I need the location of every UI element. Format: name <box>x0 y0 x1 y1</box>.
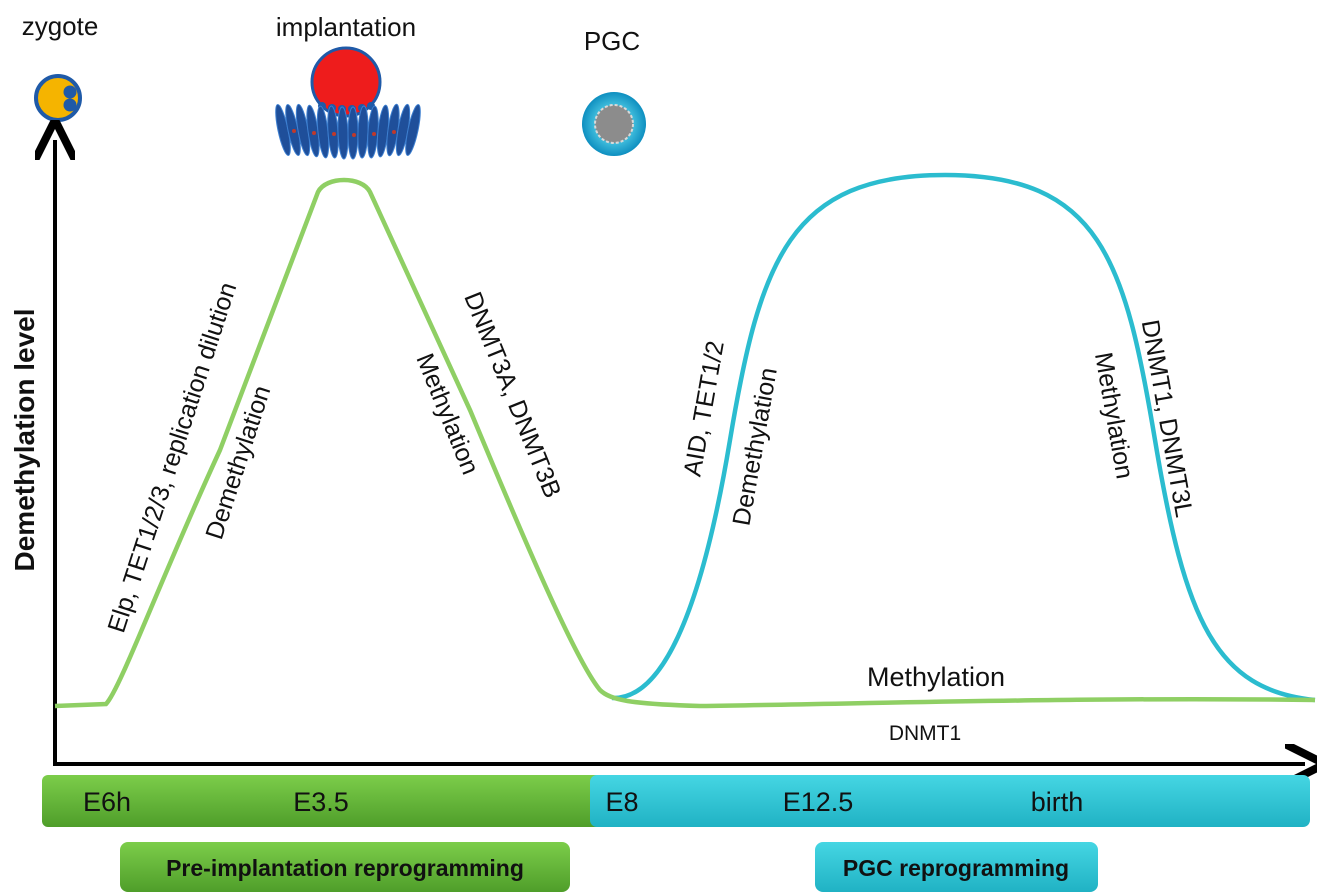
timeline-birth: birth <box>1031 787 1084 817</box>
pgc-phase-box <box>815 842 1098 892</box>
pgc-demethylation-enzymes-label: AID, TET1/2 <box>678 339 729 479</box>
maintenance-enzyme-label: DNMT1 <box>889 722 961 745</box>
pre-implantation-phase-label: Pre-implantation reprogramming <box>166 855 524 881</box>
maintenance-methylation-label: Methylation <box>867 662 1005 692</box>
stage-label-implantation: implantation <box>276 12 416 42</box>
timeline-green-bar <box>42 775 602 827</box>
stage-label-pgc: PGC <box>584 26 640 56</box>
timeline-e6h: E6h <box>83 787 131 817</box>
pre-implantation-phase-box <box>120 842 570 892</box>
pgc-methylation-enzymes-label: DNMT1, DNMT3L <box>1136 318 1198 520</box>
pgc-curve <box>611 172 1316 703</box>
zygote-icon <box>34 74 82 122</box>
pgc-phase-label: PGC reprogramming <box>843 855 1069 881</box>
stage-label-zygote: zygote <box>22 11 99 41</box>
timeline-e12-5: E12.5 <box>783 787 854 817</box>
pre-demethylation-enzymes-label: Elp, TET1/2/3, replication dilution <box>102 279 242 636</box>
pre-implantation-curve <box>54 177 1316 709</box>
implanting-embryo-icon <box>275 46 421 160</box>
pgc-demethylation-label: Demethylation <box>727 365 782 527</box>
timeline-e3-5: E3.5 <box>293 787 349 817</box>
timeline-cyan-bar <box>590 775 1310 827</box>
pgc-methylation-label: Methylation <box>1089 350 1139 481</box>
timeline-e8: E8 <box>605 787 638 817</box>
pgc-cell-icon <box>582 92 646 156</box>
y-axis-label: Demethylation level <box>9 309 40 572</box>
